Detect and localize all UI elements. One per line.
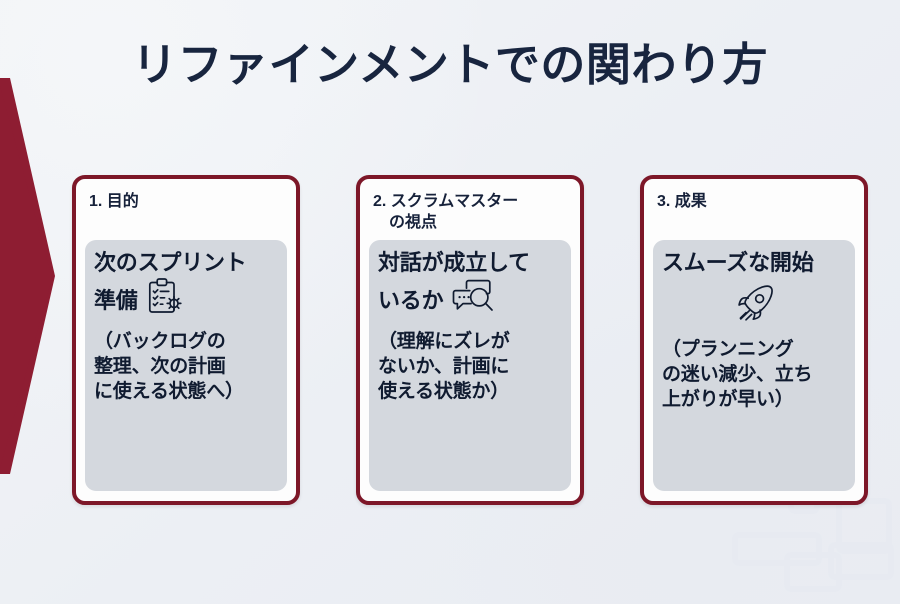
clipboard-gear-icon (144, 276, 188, 322)
card-headline-text: 次のスプリント 準備 (94, 250, 247, 314)
card-headline-text: 対話が成立して いるか (378, 250, 530, 314)
speech-bubble-magnifier-icon (449, 276, 499, 322)
card-header: 1. 目的 (89, 193, 139, 210)
card-header: 3. 成果 (657, 193, 707, 210)
watermark-shape (784, 552, 842, 592)
card-scrum-master-view[interactable]: 2. スクラムマスター の視点 対話が成立して いるか (356, 175, 584, 505)
card-header: 2. スクラムマスター の視点 (373, 193, 519, 231)
card-purpose[interactable]: 1. 目的 次のスプリント 準備 (72, 175, 300, 505)
watermark-shape (732, 532, 822, 566)
card-headline: 対話が成立して いるか (378, 249, 563, 323)
card-note: （バックログの 整理、次の計画 に使える状態へ） (94, 330, 244, 402)
card-headline-text: スムーズな開始 (662, 250, 814, 275)
card-note: （プランニング の迷い減少、立ち 上がりが早い） (662, 339, 813, 411)
cards-row: 1. 目的 次のスプリント 準備 (72, 175, 868, 505)
watermark-shape (828, 542, 894, 580)
card-body: 次のスプリント 準備 （バックログの 整理、次の計画 (85, 240, 287, 491)
watermark-shape (836, 498, 892, 554)
card-note: （理解にズレが ないか、計画に 使える状態か） (378, 330, 510, 402)
card-body: スムーズな開始 （プランニング の迷い減少、立ち 上がりが早い） (653, 240, 855, 491)
card-outcome[interactable]: 3. 成果 スムーズな開始 （プランニング の迷い減少、立ち 上がりが早い） (640, 175, 868, 505)
card-headline: スムーズな開始 (662, 249, 847, 276)
card-body: 対話が成立して いるか （理解にズレが ないか、計画に 使える状態か） (369, 240, 571, 491)
card-headline: 次のスプリント 準備 (94, 249, 279, 323)
left-red-chevron (0, 78, 55, 474)
page-title: リファインメントでの関わり方 (132, 39, 768, 90)
rocket-icon (662, 278, 847, 331)
